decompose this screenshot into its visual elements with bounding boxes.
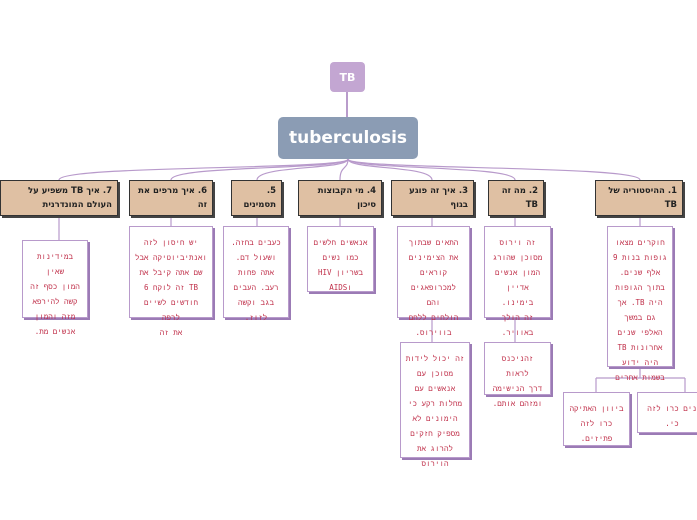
topic-how-it-affects-body[interactable]: 3. איך זה פוגע בגוף: [391, 180, 474, 216]
note-transmission[interactable]: זהניכנס לראות דרך הנישימה ומזהם אותם.: [484, 342, 551, 408]
note-world-impact[interactable]: במידינות שאין המון כסף זה קשה להירפא מזה…: [22, 240, 88, 336]
note-risk-groups[interactable]: אנאשים חלשים כמו נשים בשריון HIV וAIDS: [307, 226, 374, 292]
topic-symptoms[interactable]: 5. תסמינים: [231, 180, 282, 216]
tb-badge[interactable]: TB: [330, 62, 365, 92]
note-body-danger[interactable]: זה יכול לידות מסוכן עם אנאשים עם מחלות ר…: [400, 342, 470, 468]
topic-what-is-tb[interactable]: 2. מה זה TB: [488, 180, 544, 216]
topic-treatment[interactable]: 6. איך מרפים את זה: [129, 180, 213, 216]
note-history-greece[interactable]: ביוון האתיקה כרו לזה פתיזים.: [563, 392, 630, 446]
note-treatment[interactable]: יש חיסון לזה ואנתיביוטיקה אבל שם אתה קיב…: [129, 226, 213, 337]
root-node[interactable]: tuberculosis: [278, 117, 418, 159]
note-history[interactable]: חוקרים מצאו גופות בנות 9 אלף שנים. בתוך …: [607, 226, 673, 382]
note-body[interactable]: התאים שבתוך את הצימינים קוראים למכרופאגי…: [397, 226, 470, 337]
topic-world-impact[interactable]: 7. איך TB משפיע על העולם המונדרנית: [0, 180, 118, 216]
note-symptoms[interactable]: כעבים בחזה. ושעול דם. אתה פחות רעב. העבי…: [223, 226, 289, 322]
note-what-is-tb[interactable]: זה וירוס מסוכן שהורג המון אנשים אדיין בי…: [484, 226, 551, 337]
topic-history[interactable]: 1. ההיסטוריה של TB: [595, 180, 683, 216]
topic-risk-groups[interactable]: 4. מי הקבוצות סיכון: [298, 180, 382, 216]
note-history-other[interactable]: נים כרו לזה כי.: [637, 392, 697, 433]
